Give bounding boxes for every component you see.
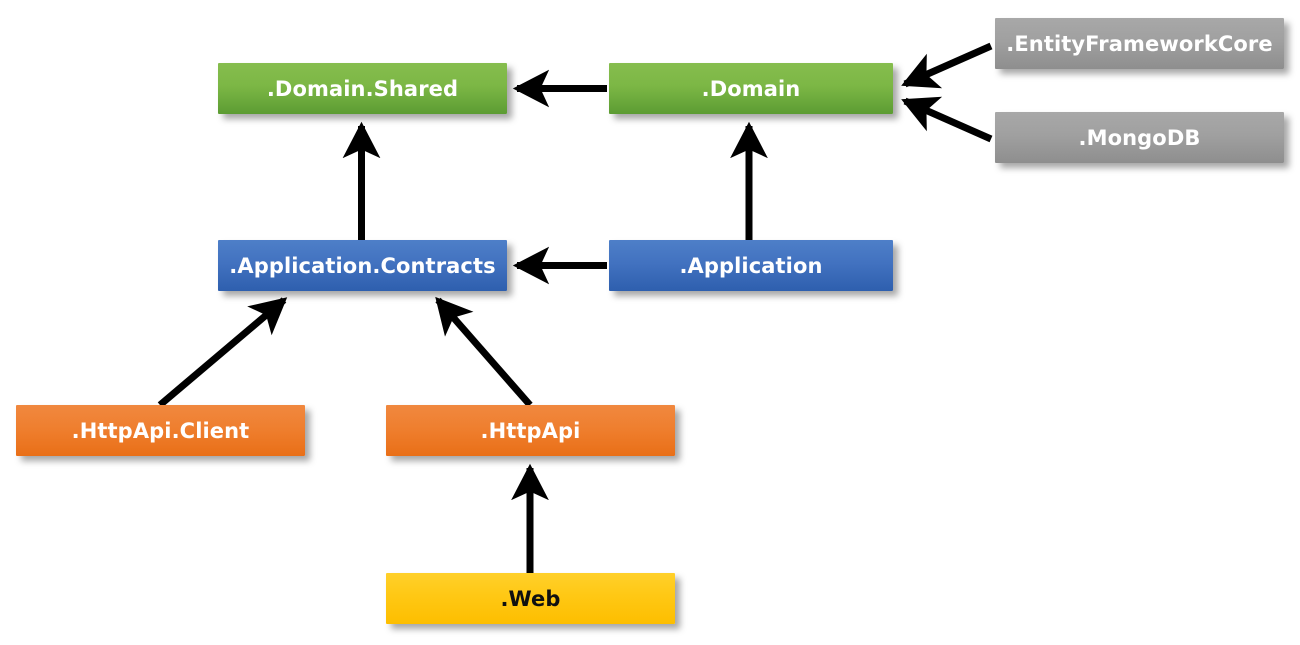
node-application[interactable]: .Application (609, 240, 893, 291)
node-web[interactable]: .Web (386, 573, 675, 624)
node-application-contracts[interactable]: .Application.Contracts (218, 240, 507, 291)
edge-mongodb-to-domain (901, 96, 993, 143)
node-entity-framework-core[interactable]: .EntityFrameworkCore (995, 18, 1284, 69)
node-label: .EntityFrameworkCore (1006, 31, 1273, 56)
node-domain[interactable]: .Domain (609, 63, 893, 114)
node-httpapi-client[interactable]: .HttpApi.Client (16, 405, 305, 456)
node-label: .MongoDB (1078, 125, 1201, 150)
edge-entityframeworkcore-to-domain (901, 42, 993, 89)
node-label: .HttpApi.Client (71, 418, 250, 443)
node-label: .Application (679, 253, 823, 278)
node-domain-shared[interactable]: .Domain.Shared (218, 63, 507, 114)
node-label: .Web (500, 586, 561, 611)
node-mongodb[interactable]: .MongoDB (995, 112, 1284, 163)
edge-httpapi-client-to-application-contracts (157, 297, 288, 408)
node-label: .Application.Contracts (229, 253, 496, 278)
edge-httpapi-to-application-contracts (435, 296, 533, 408)
node-httpapi[interactable]: .HttpApi (386, 405, 675, 456)
node-label: .Domain.Shared (266, 76, 459, 101)
node-label: .HttpApi (480, 418, 581, 443)
node-label: .Domain (701, 76, 801, 101)
